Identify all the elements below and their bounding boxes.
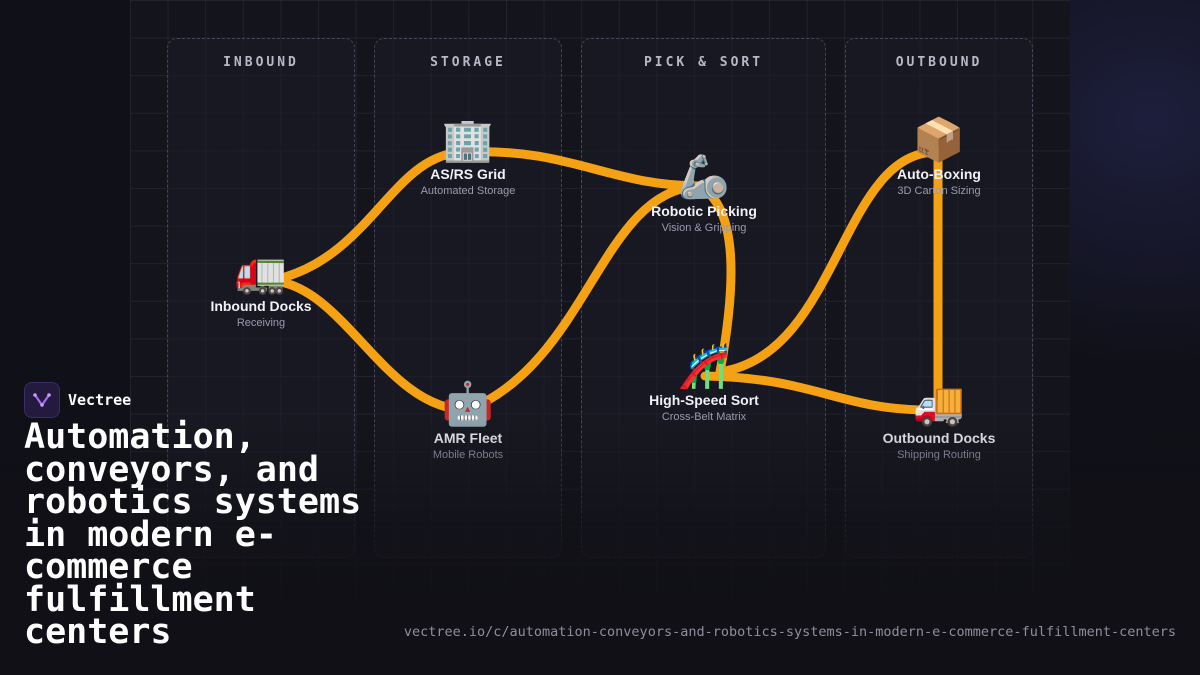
flow-paths <box>280 147 943 415</box>
node-label: Auto-Boxing <box>897 166 981 182</box>
node-inbound-docks[interactable]: 🚛 Inbound Docks Receiving <box>171 247 351 330</box>
node-sublabel: 3D Carton Sizing <box>897 185 981 197</box>
lane-title-inbound: INBOUND <box>223 55 299 70</box>
flow-sort-to-outbound <box>700 371 943 415</box>
robotic-arm-icon: 🦾 <box>677 152 731 201</box>
node-sublabel: Automated Storage <box>420 185 516 197</box>
flow-inbound-to-amr <box>280 278 473 415</box>
flow-inbound-to-asrs <box>280 147 473 282</box>
node-outbound-docks[interactable]: 🚚 Outbound Docks Shipping Routing <box>849 379 1029 462</box>
flow-picking-to-sort <box>695 181 736 377</box>
flow-asrs-to-picking <box>463 147 705 191</box>
node-robotic-picking[interactable]: 🦾 Robotic Picking Vision & Gripping <box>614 152 794 235</box>
flow-amr-to-picking <box>463 181 705 415</box>
node-high-speed-sort[interactable]: 🎢 High-Speed Sort Cross-Belt Matrix <box>614 341 794 424</box>
node-amr-fleet[interactable]: 🤖 AMR Fleet Mobile Robots <box>378 379 558 462</box>
node-asrs-grid[interactable]: 🏢 AS/RS Grid Automated Storage <box>378 115 558 198</box>
node-label: Robotic Picking <box>651 203 757 219</box>
node-label: Inbound Docks <box>210 298 312 314</box>
node-label: AMR Fleet <box>433 430 503 446</box>
lane-title-outbound: OUTBOUND <box>895 55 983 70</box>
brand-name: Vectree <box>68 391 132 409</box>
package-icon: 📦 <box>912 115 966 164</box>
node-label: Outbound Docks <box>882 430 996 446</box>
robot-icon: 🤖 <box>441 379 495 428</box>
office-building-icon: 🏢 <box>441 115 495 164</box>
flow-sort-to-boxing <box>715 147 943 377</box>
lane-title-pick-sort: PICK & SORT <box>643 55 764 70</box>
page-url[interactable]: vectree.io/c/automation-conveyors-and-ro… <box>403 624 1176 640</box>
node-sublabel: Receiving <box>236 317 286 329</box>
vectree-logo-icon <box>24 382 60 418</box>
node-label: AS/RS Grid <box>430 166 506 182</box>
node-sublabel: Mobile Robots <box>432 449 504 461</box>
lane-title-storage: STORAGE <box>430 55 506 70</box>
node-auto-boxing[interactable]: 📦 Auto-Boxing 3D Carton Sizing <box>849 115 1029 198</box>
page-title: Automation, conveyors, and robotics syst… <box>24 417 362 652</box>
roller-coaster-icon: 🎢 <box>677 341 731 390</box>
brand[interactable]: Vectree <box>24 382 131 418</box>
node-sublabel: Shipping Routing <box>897 449 981 461</box>
node-sublabel: Vision & Gripping <box>661 222 747 234</box>
node-sublabel: Cross-Belt Matrix <box>661 411 747 423</box>
delivery-truck-icon: 🚛 <box>234 247 288 296</box>
node-label: High-Speed Sort <box>649 392 759 408</box>
moving-truck-icon: 🚚 <box>912 379 966 428</box>
